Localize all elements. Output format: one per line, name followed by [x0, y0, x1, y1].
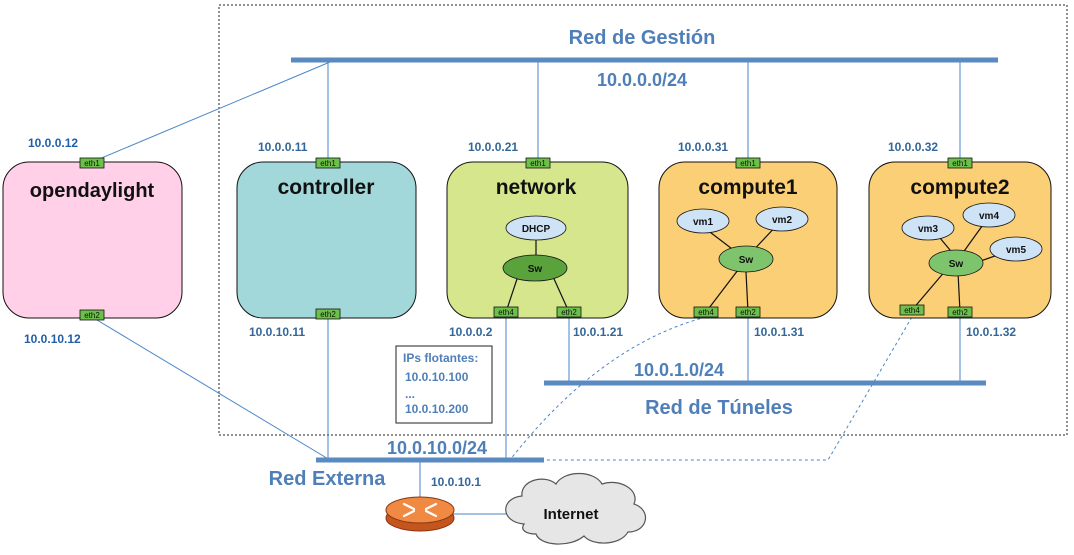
- controller-eth2-label: eth2: [320, 310, 336, 319]
- network-eth1-label: eth1: [530, 159, 546, 168]
- compute2-vm4: [962, 202, 1016, 228]
- compute1-sw-eth4-link: [705, 269, 739, 313]
- compute2-sw-label: Sw: [949, 259, 964, 270]
- network-eth1-ip: 10.0.0.21: [468, 140, 518, 154]
- opendaylight-title: opendaylight: [30, 180, 155, 202]
- compute2-vm4-link: [961, 221, 986, 255]
- compute1-eth4-port: [693, 306, 719, 318]
- compute1-eth1-port: [735, 157, 761, 169]
- network-eth2-label: eth2: [561, 308, 577, 317]
- compute1-title: compute1: [698, 176, 798, 199]
- node-network[interactable]: network eth1 DHCP Sw eth4 eth2 10.0.0.21…: [446, 140, 629, 339]
- link-opendaylight-ext: [91, 316, 331, 461]
- opendaylight-eth1-ip: 10.0.0.12: [28, 136, 78, 150]
- network-eth1-port: [525, 157, 551, 169]
- opendaylight-eth1-label: eth1: [84, 159, 100, 168]
- link-compute1-eth4-ext: [509, 316, 707, 461]
- compute2-vm4-label: vm4: [979, 211, 999, 222]
- router-ip: 10.0.10.1: [431, 475, 481, 489]
- controller-eth1-ip: 10.0.0.11: [258, 140, 308, 154]
- network-sw: [502, 254, 568, 282]
- network-eth4-ip: 10.0.0.2: [449, 325, 493, 339]
- compute2-sw-eth2-link: [957, 271, 961, 313]
- compute2-vm3-label: vm3: [918, 224, 938, 235]
- network-eth2-port: [556, 306, 582, 318]
- compute2-eth1-label: eth1: [952, 159, 968, 168]
- compute2-eth1-port: [947, 157, 973, 169]
- floating-ips-ellipsis: ...: [405, 387, 415, 401]
- compute2-title: compute2: [910, 176, 1009, 199]
- network-sw-label: Sw: [528, 264, 543, 275]
- router[interactable]: 10.0.10.1: [385, 475, 481, 532]
- network-dhcp-label: DHCP: [522, 224, 551, 235]
- compute2-vm5-label: vm5: [1006, 245, 1026, 256]
- external-net-label: Red Externa: [269, 468, 387, 490]
- router-arrows-icon: [402, 502, 438, 518]
- compute2-sw: [928, 249, 984, 277]
- floating-ips-title: IPs flotantes:: [403, 351, 478, 365]
- opendaylight-eth2-port: [79, 309, 105, 321]
- compute1-eth1-ip: 10.0.0.31: [678, 140, 728, 154]
- node-opendaylight[interactable]: opendaylight eth1 eth2 10.0.0.12 10.0.10…: [2, 136, 183, 346]
- compute2-eth2-ip: 10.0.1.32: [966, 325, 1016, 339]
- floating-ips-end: 10.0.10.200: [405, 402, 469, 416]
- internet-cloud[interactable]: Internet: [505, 472, 646, 545]
- compute1-eth2-label: eth2: [740, 308, 756, 317]
- compute1-vm2-label: vm2: [772, 215, 792, 226]
- compute2-vm5: [989, 236, 1043, 262]
- external-net-cidr: 10.0.10.0/24: [387, 438, 487, 458]
- network-title: network: [496, 176, 577, 199]
- compute2-eth2-label: eth2: [952, 308, 968, 317]
- compute2-vm3: [901, 215, 955, 241]
- compute1-vm1-label: vm1: [693, 217, 713, 228]
- compute1-sw-eth2-link: [745, 271, 749, 313]
- compute1-sw-label: Sw: [739, 255, 754, 266]
- compute1-eth4-label: eth4: [698, 308, 714, 317]
- cloud-icon: [505, 472, 646, 545]
- network-eth2-ip: 10.0.1.21: [573, 325, 623, 339]
- floating-ips-start: 10.0.10.100: [405, 370, 469, 384]
- tunnel-net-label: Red de Túneles: [645, 397, 793, 419]
- tunnel-net-cidr: 10.0.1.0/24: [634, 360, 724, 380]
- controller-eth2-port: [315, 308, 341, 320]
- compute1-vm2: [755, 206, 809, 232]
- floating-ips-box: IPs flotantes: 10.0.10.100 ... 10.0.10.2…: [395, 345, 493, 424]
- controller-title: controller: [278, 176, 375, 199]
- network-dhcp: [505, 215, 567, 241]
- compute2-eth2-port: [947, 306, 973, 318]
- controller-eth1-port: [315, 157, 341, 169]
- management-net-cidr: 10.0.0.0/24: [597, 70, 687, 90]
- link-compute2-eth4-ext: [510, 316, 913, 461]
- node-compute2[interactable]: compute2 eth1 vm3 vm4 vm5 Sw eth4 eth2 1…: [868, 140, 1052, 339]
- node-compute1[interactable]: compute1 eth1 vm1 vm2 Sw eth4 eth2 10.0.…: [658, 140, 838, 339]
- link-opendaylight-mgmt: [91, 61, 331, 163]
- dashed-links: [509, 316, 913, 461]
- node-controller[interactable]: controller eth1 eth2 10.0.0.11 10.0.10.1…: [236, 140, 417, 339]
- opendaylight-eth2-ip: 10.0.10.12: [24, 332, 81, 346]
- compute2-eth4-label: eth4: [904, 306, 920, 315]
- controller-eth2-ip: 10.0.10.11: [249, 325, 305, 339]
- internet-label: Internet: [543, 506, 598, 523]
- compute2-sw-eth4-link: [911, 269, 947, 311]
- network-eth4-label: eth4: [498, 308, 514, 317]
- compute1-vm1: [676, 208, 730, 234]
- management-net-label: Red de Gestión: [569, 27, 716, 49]
- compute1-eth2-ip: 10.0.1.31: [754, 325, 804, 339]
- opendaylight-eth2-label: eth2: [84, 311, 100, 320]
- opendaylight-eth1-port: [79, 157, 105, 169]
- buses: [291, 57, 998, 463]
- compute1-sw: [718, 245, 774, 273]
- compute2-eth1-ip: 10.0.0.32: [888, 140, 938, 154]
- compute1-eth2-port: [735, 306, 761, 318]
- floating-ips-frame: [395, 345, 493, 424]
- router-top: [385, 496, 455, 524]
- network-eth4-port: [493, 306, 519, 318]
- controller-eth1-label: eth1: [320, 159, 336, 168]
- cloud-boundary: [218, 4, 1068, 436]
- compute1-eth1-label: eth1: [740, 159, 756, 168]
- compute2-eth4-port: [899, 304, 925, 316]
